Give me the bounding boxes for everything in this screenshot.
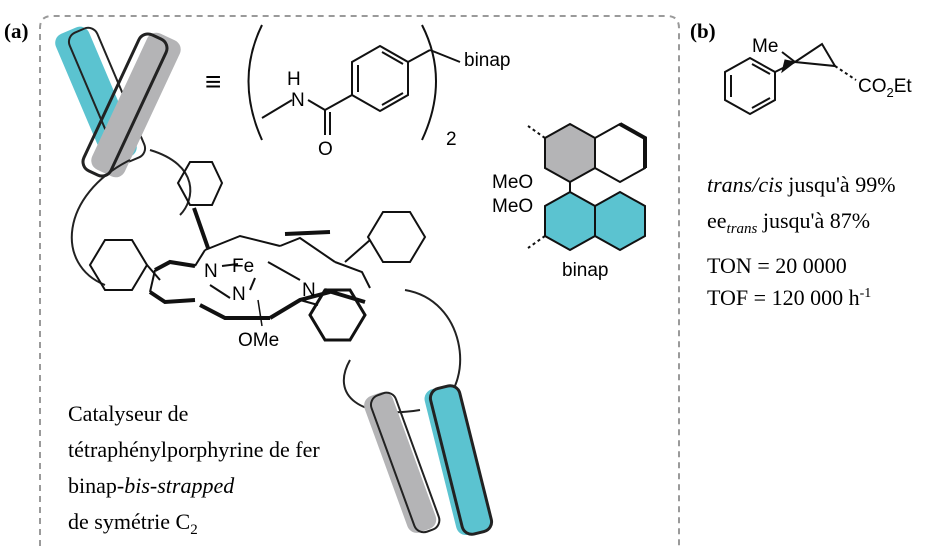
binap-structure xyxy=(527,122,647,252)
tof-line: TOF = 120 000 h-1 xyxy=(707,285,871,310)
binap-label: binap xyxy=(562,260,609,281)
left-strap-loop xyxy=(70,159,131,286)
caption-line-4-text: de symétrie C xyxy=(68,509,190,534)
equivalence-symbol: ≡ xyxy=(205,66,221,97)
axial-methoxy: OMe xyxy=(238,330,279,351)
carbonyl-o: O xyxy=(318,139,333,160)
ee-sub: trans xyxy=(727,221,758,237)
porphyrin-core xyxy=(88,161,427,342)
trans-cis-line: trans/cis jusqu'à 99% xyxy=(707,172,896,197)
ton-line: TON = 20 0000 xyxy=(707,253,847,278)
panel-a-frame xyxy=(39,15,680,546)
left-parenthesis xyxy=(247,24,263,141)
ee-label: ee xyxy=(707,208,727,233)
caption-line-2: tétraphénylporphyrine de fer xyxy=(68,437,320,462)
caption-line-4-sub: 2 xyxy=(190,522,198,538)
binap-methoxy-1: MeO xyxy=(492,172,533,193)
trans-cis-value: jusqu'à 99% xyxy=(783,172,896,197)
ee-line: eetrans jusqu'à 87% xyxy=(707,208,870,237)
left-strap-loop-2 xyxy=(149,149,192,216)
upper-binap-wedge xyxy=(55,26,181,178)
fe-atom: Fe xyxy=(232,256,254,277)
trans-cis-label: trans/cis xyxy=(707,172,783,197)
caption-line-3: binap-bis-strapped xyxy=(68,473,235,498)
ester-sub-2: 2 xyxy=(887,85,894,100)
ester-group: CO2Et xyxy=(858,76,912,100)
porphyrin-n-left: N xyxy=(204,261,218,282)
caption-line-3-binap: binap- xyxy=(68,473,124,498)
caption-line-3-bis-strapped: bis-strapped xyxy=(124,473,235,498)
caption-line-1: Catalyseur de xyxy=(68,401,188,426)
porphyrin-n-bottom: N xyxy=(232,284,246,305)
tof-value: TOF = 120 000 h xyxy=(707,285,860,310)
tof-superscript: -1 xyxy=(860,286,872,301)
binap-methoxy-2: MeO xyxy=(492,196,533,217)
methyl-label: Me xyxy=(752,36,778,57)
amide-aryl-linker xyxy=(261,44,461,135)
panel-b-label: (b) xyxy=(690,19,716,43)
amide-h: H xyxy=(287,69,301,90)
ester-et: Et xyxy=(894,76,913,97)
amide-n: N xyxy=(291,90,305,111)
right-parenthesis xyxy=(421,24,437,141)
lower-binap-wedge xyxy=(364,384,494,536)
repeat-subscript: 2 xyxy=(446,129,457,150)
cyclopropane-product xyxy=(724,42,857,116)
ee-value: jusqu'à 87% xyxy=(757,208,870,233)
caption-line-4: de symétrie C2 xyxy=(68,509,198,538)
ester-co: CO xyxy=(858,76,887,97)
strap-binap-label: binap xyxy=(464,50,511,71)
panel-a-label: (a) xyxy=(4,19,29,43)
porphyrin-n-right: N xyxy=(302,280,316,301)
